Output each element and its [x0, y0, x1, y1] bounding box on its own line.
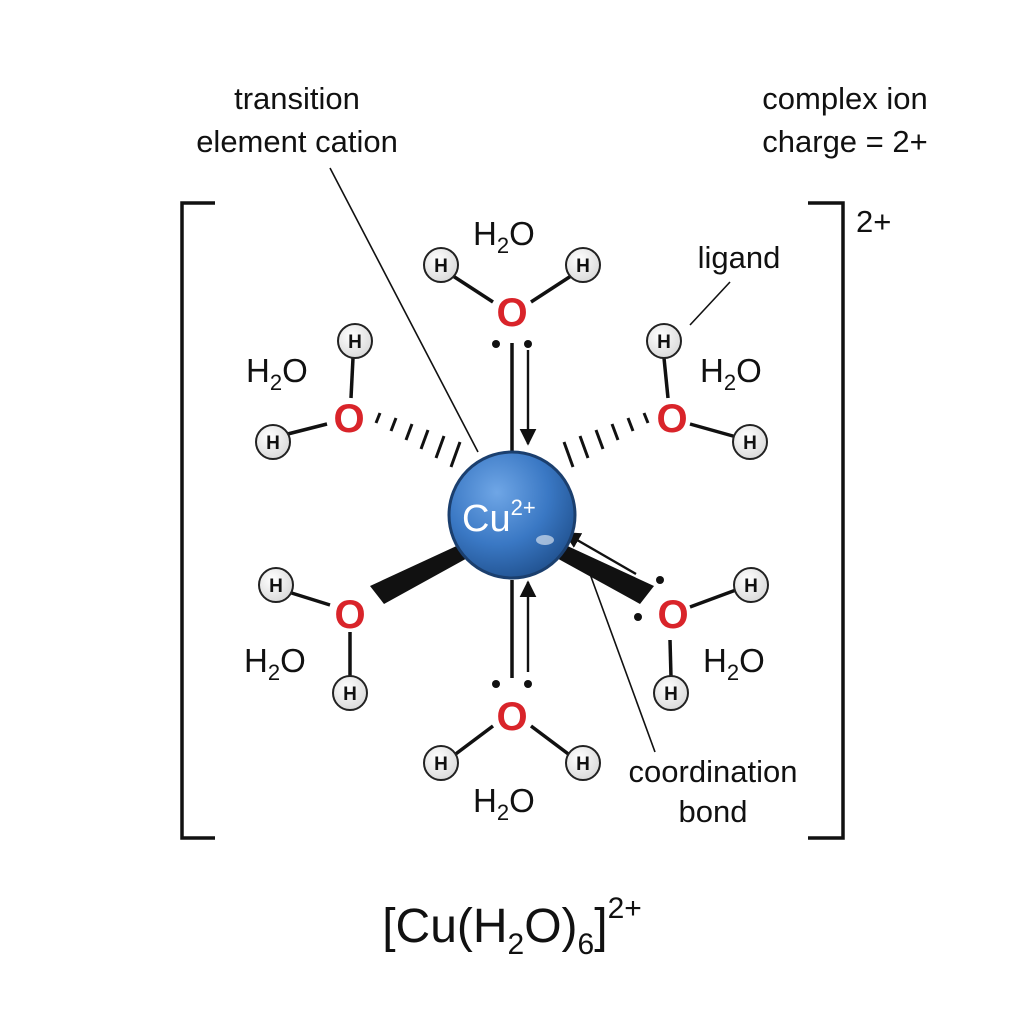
hydrogen-atom: H [565, 247, 601, 283]
hydrogen-atom: H [255, 424, 291, 460]
upper-right-hashed-bond [562, 412, 650, 468]
water-label-upper-left: H2O [246, 352, 308, 395]
svg-text:H: H [576, 754, 590, 775]
lower-right-wedge-bond [553, 543, 654, 604]
coordination-leader-line [589, 573, 656, 753]
complex-ion-label-line2: charge = 2+ [762, 124, 927, 159]
water-label-top: H2O [473, 215, 535, 258]
hydrogen-atom: H [733, 567, 769, 603]
oxygen-lower-right: O [657, 593, 688, 637]
cu-highlight [536, 535, 554, 545]
coordination-label-line1: coordination [629, 754, 798, 789]
hydrogen-atom: H [337, 323, 373, 359]
right-bracket [808, 201, 845, 840]
hydrogen-atom: H [732, 424, 768, 460]
cu-ion-sphere [447, 450, 577, 580]
svg-text:H: H [434, 256, 448, 277]
svg-text:H: H [657, 332, 671, 353]
svg-text:H: H [434, 754, 448, 775]
hydrogen-atom: H [423, 247, 459, 283]
transition-label-line1: transition [234, 81, 360, 116]
complex-formula: [Cu(H2O)6]2+ [382, 892, 642, 961]
oxygen-bottom: O [496, 695, 527, 739]
oxygen-upper-left: O [333, 397, 364, 441]
hydrogen-atom: H [258, 567, 294, 603]
hydrogen-atom: H [653, 675, 689, 711]
transition-leader-line [329, 167, 479, 453]
svg-text:H: H [744, 576, 758, 597]
oxygen-top: O [496, 291, 527, 335]
hydrogen-atoms: H H H H H H H H H H H H [255, 247, 769, 781]
svg-text:H: H [343, 684, 357, 705]
ligand-leader-line [689, 281, 731, 326]
hydrogen-atom: H [646, 323, 682, 359]
complex-ion-label-line1: complex ion [762, 81, 927, 116]
water-label-lower-left: H2O [244, 642, 306, 685]
hydrogen-atom: H [332, 675, 368, 711]
svg-text:H: H [743, 433, 757, 454]
upper-left-hashed-bond [374, 412, 462, 468]
ligand-label: ligand [698, 240, 781, 275]
hydrogen-atom: H [565, 745, 601, 781]
lower-right-coordination-arrow [563, 531, 637, 576]
oxygen-lower-left: O [334, 593, 365, 637]
oxygen-upper-right: O [656, 397, 687, 441]
bracket-charge: 2+ [856, 204, 891, 239]
svg-text:H: H [269, 576, 283, 597]
hydrogen-atom: H [423, 745, 459, 781]
svg-text:H: H [664, 684, 678, 705]
svg-text:H: H [266, 433, 280, 454]
water-label-bottom: H2O [473, 782, 535, 825]
oh-bonds [271, 274, 745, 758]
lower-left-wedge-bond [370, 543, 471, 604]
coordination-label-line2: bond [679, 794, 748, 829]
oxygen-atoms: O O O O O O [333, 291, 688, 739]
water-label-lower-right: H2O [703, 642, 765, 685]
transition-label-line2: element cation [196, 124, 398, 159]
cu-label: Cu2+ [462, 495, 536, 540]
water-label-upper-right: H2O [700, 352, 762, 395]
svg-text:H: H [348, 332, 362, 353]
svg-text:H: H [576, 256, 590, 277]
lone-pair-dots [492, 340, 664, 688]
left-bracket [180, 201, 215, 840]
